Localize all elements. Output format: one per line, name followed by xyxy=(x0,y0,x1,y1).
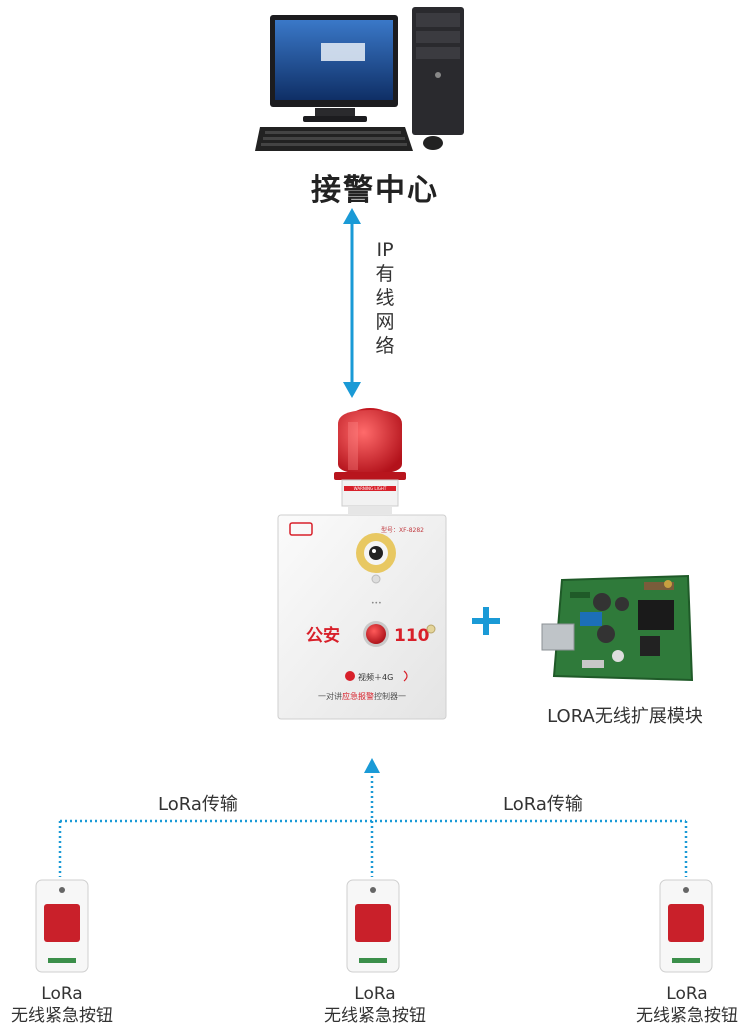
svg-text:型号：XF-8282: 型号：XF-8282 xyxy=(381,526,424,534)
svg-text:WARNING LIGHT: WARNING LIGHT xyxy=(354,486,387,491)
lora-link-label-left: LoRa传输 xyxy=(158,794,238,815)
alarm-controller: 型号：XF-8282 ••• 公安 110 视频＋4G 一对讲应急报警控制器一 xyxy=(277,514,447,720)
lora-link-label-right: LoRa传输 xyxy=(503,794,583,815)
plus-icon xyxy=(472,607,500,635)
lora-link-lines xyxy=(58,758,688,877)
lora-module-label: LORA无线扩展模块 xyxy=(547,706,703,727)
computer-icon xyxy=(255,7,464,151)
svg-text:公安: 公安 xyxy=(306,625,340,646)
svg-text:•••: ••• xyxy=(371,600,382,607)
emergency-button-icon xyxy=(659,879,713,973)
svg-text:一对讲应急报警控制器一: 一对讲应急报警控制器一 xyxy=(318,691,406,701)
ip-link-label: IP 有 线 网 络 xyxy=(375,239,395,357)
svg-text:视频＋4G: 视频＋4G xyxy=(358,672,393,682)
svg-text:110: 110 xyxy=(394,626,430,646)
ip-link-arrow xyxy=(343,208,361,398)
circuit-board-icon xyxy=(541,574,694,682)
center-title: 接警中心 xyxy=(311,173,439,208)
emergency-button-icon xyxy=(35,879,89,973)
emergency-button-icon xyxy=(346,879,400,973)
alarm-light-icon: WARNING LIGHT xyxy=(334,408,406,514)
